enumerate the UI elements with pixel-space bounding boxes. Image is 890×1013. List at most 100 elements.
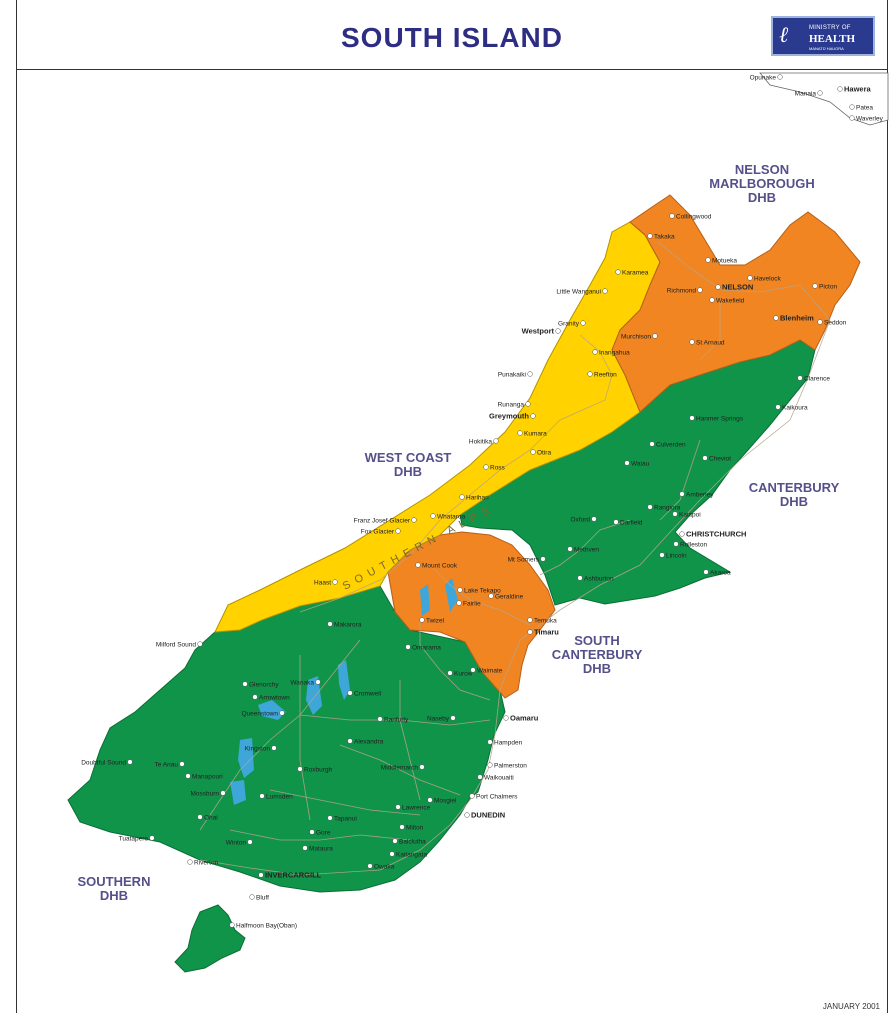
town-christchurch: CHRISTCHURCH: [679, 530, 746, 539]
town-doubtful: Doubtful Sound: [81, 759, 133, 767]
town-label: Waimate: [477, 668, 503, 675]
town-label: Darfield: [620, 520, 643, 527]
map-date: JANUARY 2001: [822, 1002, 880, 1011]
label-southern-2: DHB: [100, 888, 128, 903]
town-marker-icon: [817, 319, 823, 325]
town-marker-icon: [747, 275, 753, 281]
town-label: Owaka: [374, 864, 395, 871]
town-milford: Milford Sound: [156, 641, 203, 649]
town-marker-icon: [709, 297, 715, 303]
town-marker-icon: [647, 233, 653, 239]
town-label: Balclutha: [399, 839, 426, 846]
town-marker-icon: [689, 339, 695, 345]
town-marker-icon: [459, 494, 465, 500]
town-label: Harihari: [466, 495, 489, 502]
town-ohai: Ohai: [197, 814, 218, 822]
label-nelson-3: DHB: [748, 190, 776, 205]
town-runanga: Runanga: [498, 401, 531, 409]
town-motueka: Motueka: [705, 257, 737, 265]
town-label: Blenheim: [780, 314, 814, 323]
town-label: Lake Tekapo: [464, 588, 501, 595]
town-marker-icon: [302, 845, 308, 851]
town-marker-icon: [702, 455, 708, 461]
town-mataura: Mataura: [302, 845, 333, 853]
town-winton: Winton: [226, 839, 253, 847]
town-alexandra: Alexandra: [347, 738, 384, 746]
town-label: Reefton: [594, 372, 617, 379]
town-label: Naseby: [427, 716, 450, 723]
town-label: Inangahua: [599, 350, 630, 357]
town-marker-icon: [252, 694, 258, 700]
town-marker-icon: [592, 349, 598, 355]
town-label: Mount Cook: [422, 563, 458, 570]
town-label: Mt Somers: [508, 557, 540, 564]
town-marker-icon: [419, 764, 425, 770]
town-label: Karamea: [622, 270, 649, 277]
town-label: Port Chalmers: [476, 794, 518, 801]
town-marker-icon: [530, 449, 536, 455]
town-label: Ross: [490, 465, 506, 472]
town-label: St Arnaud: [696, 340, 725, 347]
town-label: Oamaru: [510, 714, 539, 723]
town-richmond: Richmond: [667, 287, 703, 295]
town-label: Punakaiki: [498, 372, 526, 379]
stewart-island: [174, 904, 246, 973]
town-label: Glenorchy: [249, 682, 279, 689]
town-queenstown: Queenstown: [242, 710, 285, 718]
town-hawera: Hawera: [837, 85, 872, 94]
town-inangahua: Inangahua: [592, 349, 630, 357]
town-hanmer: Hanmer Springs: [689, 415, 744, 423]
town-marker-icon: [849, 104, 855, 110]
town-marker-icon: [127, 759, 133, 765]
town-marker-icon: [187, 859, 193, 865]
label-nelson-1: NELSON: [735, 162, 789, 177]
town-ranfurly: Ranfurly: [377, 716, 409, 724]
town-kaiapoi: Kaiapoi: [672, 511, 701, 519]
town-marker-icon: [247, 839, 253, 845]
town-label: Whataroa: [437, 514, 466, 521]
town-label: Mataura: [309, 846, 333, 853]
town-marker-icon: [149, 835, 155, 841]
town-label: Middlemarch: [381, 765, 419, 772]
town-hampden: Hampden: [487, 739, 523, 747]
town-waiau: Waiau: [624, 460, 650, 468]
town-label: Doubtful Sound: [81, 760, 126, 767]
town-marker-icon: [679, 491, 685, 497]
town-label: Mosgiel: [434, 798, 457, 805]
town-label: Roxburgh: [304, 767, 333, 774]
town-label: Culverden: [656, 442, 686, 449]
town-label: Akaroa: [710, 570, 731, 577]
town-marker-icon: [777, 74, 783, 80]
town-label: Alexandra: [354, 739, 384, 746]
town-westport: Westport: [522, 327, 561, 336]
town-te-anau: Te Anau: [155, 761, 185, 769]
town-rangiora: Rangiora: [647, 504, 681, 512]
label-south-canterbury-2: CANTERBURY: [552, 647, 643, 662]
town-label: Lincoln: [666, 553, 687, 560]
town-label: Timaru: [534, 628, 559, 637]
town-cromwell: Cromwell: [347, 690, 382, 698]
town-st-arnaud: St Arnaud: [689, 339, 725, 347]
town-label: Kaitangata: [396, 852, 427, 859]
town-label: Kurow: [454, 671, 473, 678]
town-kaitangata: Kaitangata: [389, 851, 427, 859]
town-marker-icon: [447, 670, 453, 676]
town-marker-icon: [487, 762, 493, 768]
town-label: Cromwell: [354, 691, 382, 698]
town-label: CHRISTCHURCH: [686, 530, 746, 539]
dhb-labels: NELSON MARLBOROUGH DHB WEST COAST DHB CA…: [78, 162, 840, 903]
town-label: INVERCARGILL: [265, 871, 322, 880]
logo-line1: MINISTRY OF: [809, 25, 851, 31]
town-murchison: Murchison: [621, 333, 658, 341]
town-marker-icon: [327, 621, 333, 627]
town-marker-icon: [315, 679, 321, 685]
town-halfmoon-bay: Halfmoon Bay(Oban): [229, 922, 297, 930]
town-label: Opunake: [750, 75, 777, 82]
town-marker-icon: [470, 667, 476, 673]
town-marker-icon: [415, 562, 421, 568]
town-palmerston: Palmerston: [487, 762, 527, 770]
town-opunake: Opunake: [750, 74, 783, 82]
town-marker-icon: [469, 793, 475, 799]
town-label: Rolleston: [680, 542, 707, 549]
